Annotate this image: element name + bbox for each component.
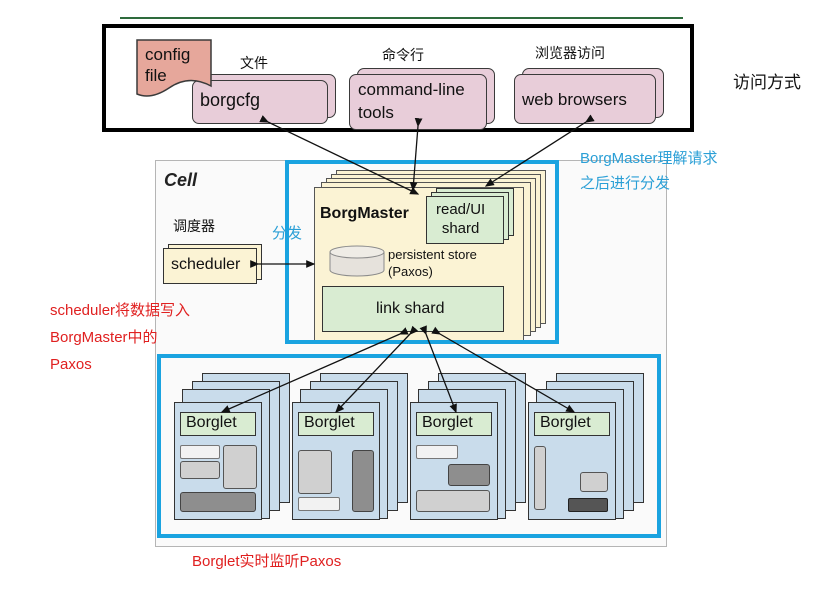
borglet-annotation: Borglet实时监听Paxos xyxy=(192,553,342,570)
scheduler-annotation: scheduler将数据写入 BorgMaster中的 Paxos xyxy=(50,302,191,373)
arrow-borgcfg-master xyxy=(259,115,420,195)
borglet-4-task-c xyxy=(568,498,608,512)
borglet-3-label: Borglet xyxy=(422,414,473,431)
config-file-label: config file xyxy=(145,45,191,85)
scheduler-box xyxy=(163,248,257,284)
browser-label: web browsers xyxy=(522,90,627,109)
database-icon xyxy=(329,245,385,277)
read-ui-shard-label: read/UI shard xyxy=(436,201,486,237)
arrow-master-borglet3 xyxy=(419,325,457,414)
top-rule xyxy=(120,17,683,19)
borglet-2-label: Borglet xyxy=(304,414,355,431)
borglet-4-label: Borglet xyxy=(540,414,591,431)
arrow-master-borglet2 xyxy=(335,325,419,413)
dispatch-label: 分发 xyxy=(272,225,303,242)
borglet-4-task-a xyxy=(534,446,546,510)
cli-tag: 命令行 xyxy=(382,47,424,63)
borglet-3-header xyxy=(416,412,492,436)
borgcfg-tag: 文件 xyxy=(240,55,268,71)
borglet-3-task-a xyxy=(416,445,458,459)
arrow-cli-master xyxy=(409,117,423,192)
borglet-2-task-c xyxy=(352,450,374,512)
borglet-1-task-c xyxy=(223,445,257,489)
borglet-3-task-b xyxy=(448,464,490,486)
borglet-1-task-b xyxy=(180,461,220,479)
access-methods-label: 访问方式 xyxy=(733,73,801,92)
cell-title: Cell xyxy=(164,170,198,190)
borglet-1-task-a xyxy=(180,445,220,459)
borgcfg-label: borgcfg xyxy=(200,90,261,110)
persistent-store-label: persistent store (Paxos) xyxy=(388,247,477,279)
arrow-browser-master xyxy=(484,114,595,187)
read-ui-shard-box xyxy=(426,196,504,244)
config-file-icon xyxy=(136,39,212,97)
borglet-1-label: Borglet xyxy=(186,414,237,431)
borgmaster-title: BorgMaster xyxy=(320,205,409,222)
arrow-master-borglet4 xyxy=(431,326,576,413)
borglet-1-task-d xyxy=(180,492,256,512)
borglet-1-header xyxy=(180,412,256,436)
borglet-2-task-a xyxy=(298,450,332,494)
borglet-3-task-c xyxy=(416,490,490,512)
link-shard-label: link shard xyxy=(376,300,445,317)
browser-tag: 浏览器访问 xyxy=(535,45,605,61)
borgmaster-annotation: BorgMaster理解请求 之后进行分发 xyxy=(580,150,718,192)
scheduler-label: scheduler xyxy=(171,256,241,273)
borglet-4-task-b xyxy=(580,472,608,492)
borglet-4-header xyxy=(534,412,610,436)
borglet-2-task-b xyxy=(298,497,340,511)
scheduler-tag: 调度器 xyxy=(173,218,215,234)
